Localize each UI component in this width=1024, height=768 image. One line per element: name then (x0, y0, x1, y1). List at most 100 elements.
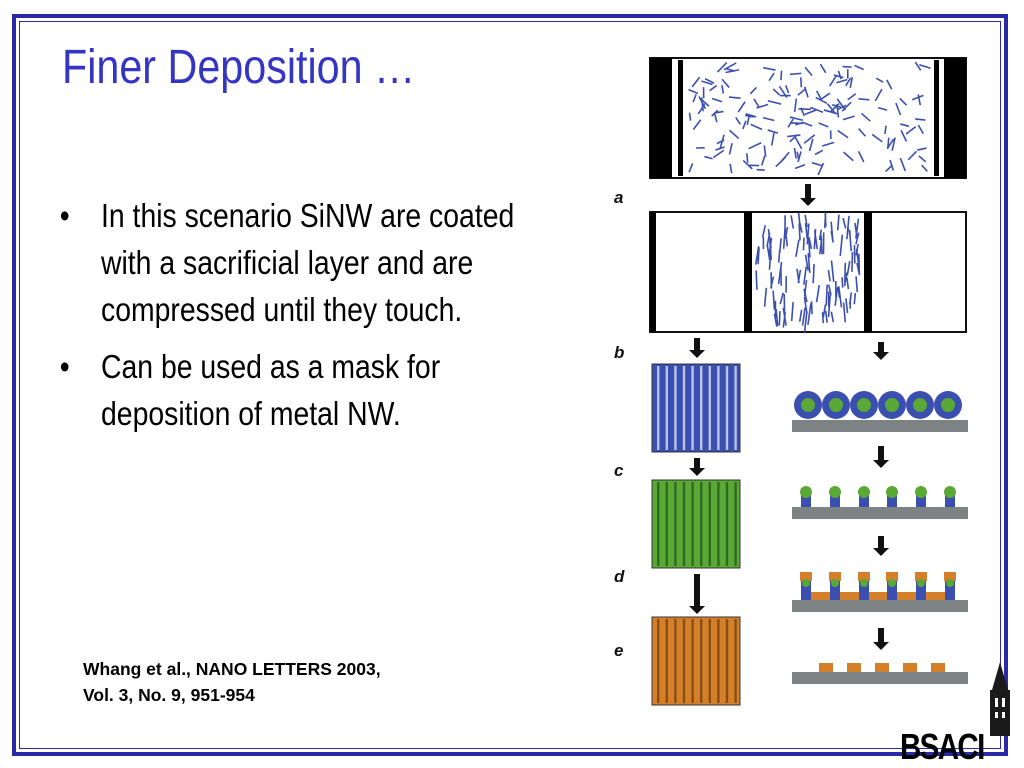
etched-wire-top (915, 486, 927, 498)
metal-fill (811, 592, 830, 600)
random-nanowire (701, 80, 713, 86)
random-nanowire (745, 114, 754, 118)
random-nanowire (728, 142, 733, 155)
cross-section-metal-nanowires (792, 663, 968, 684)
aligned-nanowire (839, 234, 844, 257)
aligned-wire-group (754, 212, 861, 333)
aligned-nanowire (825, 284, 828, 306)
stripe (682, 482, 686, 566)
metal-fill (840, 592, 859, 600)
stripe (708, 366, 711, 450)
citation: Whang et al., NANO LETTERS 2003, Vol. 3,… (83, 656, 381, 708)
random-nanowire (808, 138, 814, 152)
random-nanowire (803, 134, 816, 144)
aligned-nanowire (755, 270, 758, 290)
stripe (657, 366, 660, 450)
stripe (734, 366, 737, 450)
random-nanowire (711, 109, 719, 117)
square-green-coating (651, 479, 741, 569)
random-nanowire (797, 151, 802, 163)
random-nanowire (725, 69, 740, 74)
down-arrow-icon (689, 458, 705, 476)
etched-wire-base (945, 494, 955, 507)
stripe (717, 619, 720, 703)
wire-core (831, 579, 839, 587)
stripe (657, 619, 660, 703)
random-nanowire (905, 126, 917, 135)
aligned-nanowire (830, 221, 834, 241)
random-nanowire (756, 103, 769, 109)
random-nanowire (735, 117, 741, 125)
bsac-logo: BSACI (900, 726, 985, 767)
down-arrow-icon (873, 446, 889, 468)
random-nanowire (785, 85, 790, 94)
random-nanowire (763, 66, 776, 71)
random-nanowire (918, 155, 927, 163)
stripe (691, 366, 694, 450)
random-nanowire (772, 88, 781, 96)
stripe (665, 366, 668, 450)
aligned-nanowire (807, 303, 812, 326)
metal-nanowire (847, 663, 861, 672)
random-nanowire (701, 99, 710, 107)
cross-section-coated-wires (792, 391, 968, 432)
random-nanowire (793, 98, 798, 112)
random-nanowire (762, 116, 775, 122)
random-nanowire (886, 138, 895, 149)
stripe (674, 619, 677, 703)
wire-core (801, 398, 815, 412)
aligned-nanowire (827, 284, 832, 296)
aligned-nanowire (798, 309, 803, 322)
random-nanowire (823, 109, 838, 115)
aligned-nanowire (803, 311, 808, 333)
bullet-item-2: Can be used as a mask for deposition of … (58, 343, 540, 437)
aligned-nanowire (842, 217, 847, 229)
aligned-nanowire (804, 214, 808, 228)
random-nanowire (899, 97, 908, 106)
random-nanowire (742, 120, 747, 130)
random-nanowire (789, 116, 804, 122)
square-blue-nanowires (651, 363, 741, 453)
aligned-nanowire (782, 228, 786, 249)
aligned-nanowire (772, 290, 776, 310)
metal-cap (915, 572, 927, 581)
etched-wire-base (887, 494, 897, 507)
random-nanowire (746, 153, 749, 163)
step-label-d: d (614, 567, 625, 586)
stripe (725, 366, 729, 450)
metal-cap (886, 572, 898, 581)
aligned-nanowire (803, 296, 808, 314)
stripe (691, 482, 694, 566)
random-nanowire (794, 163, 806, 170)
aligned-nanowire (807, 236, 811, 258)
aligned-nanowire (790, 302, 794, 322)
stripe (708, 482, 711, 566)
masked-wire (830, 578, 840, 600)
random-nanowire (749, 86, 757, 95)
random-nanowire (899, 157, 907, 172)
wire-core (913, 398, 927, 412)
step-label-b: b (614, 343, 624, 362)
aligned-nanowire (845, 298, 849, 314)
aligned-nanowire (818, 229, 823, 241)
aligned-nanowire (796, 268, 800, 284)
step-label-e: e (614, 641, 623, 660)
random-nanowire (815, 96, 828, 105)
stripe (700, 619, 703, 703)
etched-wire-base (859, 494, 869, 507)
aligned-nanowire (766, 244, 771, 261)
random-nanowire (919, 64, 931, 70)
random-nanowire (688, 88, 699, 95)
aligned-nanowire (824, 310, 828, 323)
down-arrow-icon (873, 628, 889, 650)
random-nanowire (814, 149, 824, 156)
stripe (717, 482, 720, 566)
random-nanowire (768, 72, 775, 82)
random-nanowire (729, 163, 733, 174)
random-nanowire (760, 155, 766, 166)
metal-cap (829, 572, 841, 581)
wire-core (829, 398, 843, 412)
cross-section-etched-wires (792, 486, 968, 519)
etched-wire-top (800, 486, 812, 498)
